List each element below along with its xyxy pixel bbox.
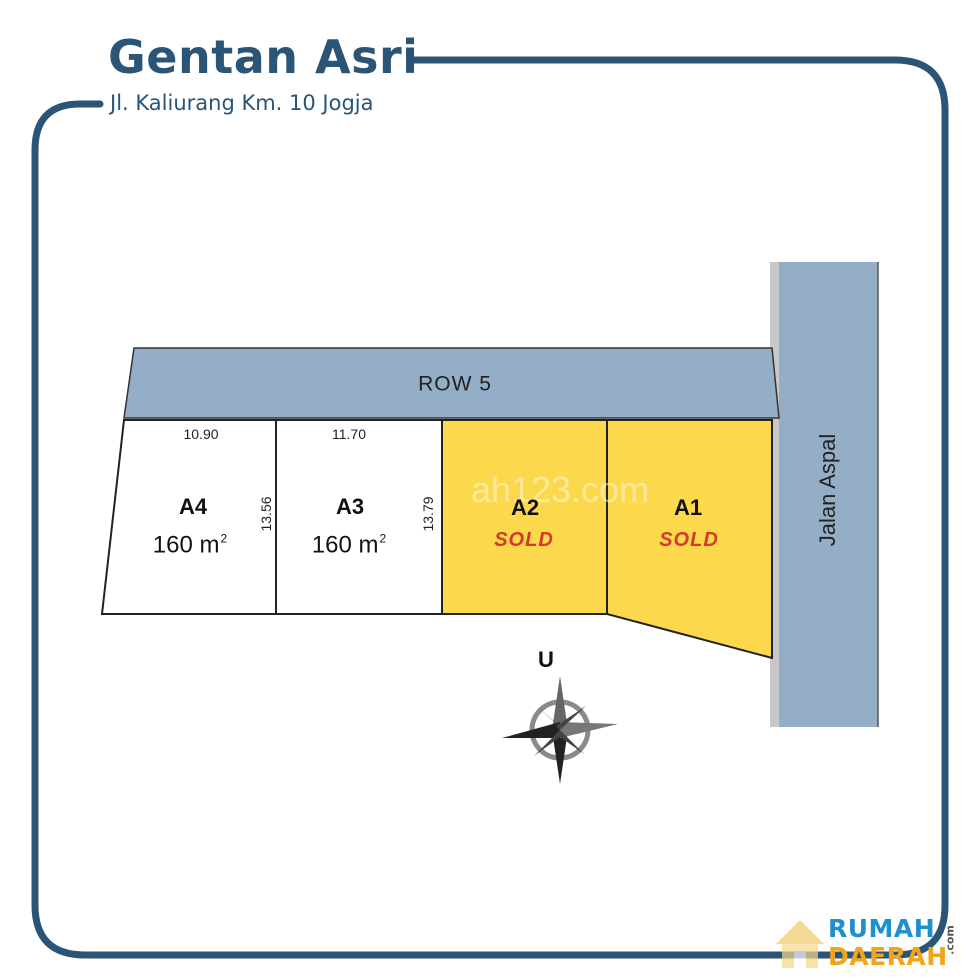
horizontal-road-label: ROW 5	[418, 372, 492, 396]
lot-a2-status: SOLD	[494, 529, 554, 551]
lot-a1-id: A1	[673, 495, 703, 520]
vertical-road-label: Jalan Aspal	[815, 433, 840, 547]
compass-rose-icon	[502, 676, 618, 784]
vertical-road	[779, 262, 878, 727]
lot-a2-parcel	[441, 419, 608, 615]
horizontal-road	[123, 347, 780, 419]
page-subtitle: Jl. Kaliurang Km. 10 Jogja	[110, 91, 374, 115]
frame-border	[31, 56, 949, 959]
lot-a3-width: 11.70	[332, 426, 366, 442]
lot-a1-parcel	[606, 419, 773, 660]
logo-text-rumah: RUMAH	[828, 914, 936, 943]
lot-a1-status: SOLD	[659, 529, 719, 551]
lot-a4-area: 160 m2	[152, 531, 228, 559]
lot-a3-depth: 13.79	[420, 496, 436, 532]
logo-text-daerah: DAERAH	[828, 942, 948, 971]
lot-a3-area: 160 m2	[311, 531, 387, 559]
lot-a4-id: A4	[178, 494, 208, 519]
logo-text-dotcom: .com	[943, 925, 957, 955]
lot-a4-depth: 13.56	[258, 496, 274, 532]
logo-house-icon	[776, 920, 824, 968]
lot-a2-id: A2	[510, 495, 540, 520]
compass-north-label: U	[538, 647, 554, 672]
page-title: Gentan Asri	[108, 30, 419, 84]
lot-a3-parcel	[275, 419, 443, 615]
lot-a4-width: 10.90	[183, 426, 219, 442]
watermark-text: ah123.com	[470, 469, 650, 510]
lot-a3-id: A3	[335, 494, 365, 519]
vertical-road-shadow	[770, 262, 781, 727]
